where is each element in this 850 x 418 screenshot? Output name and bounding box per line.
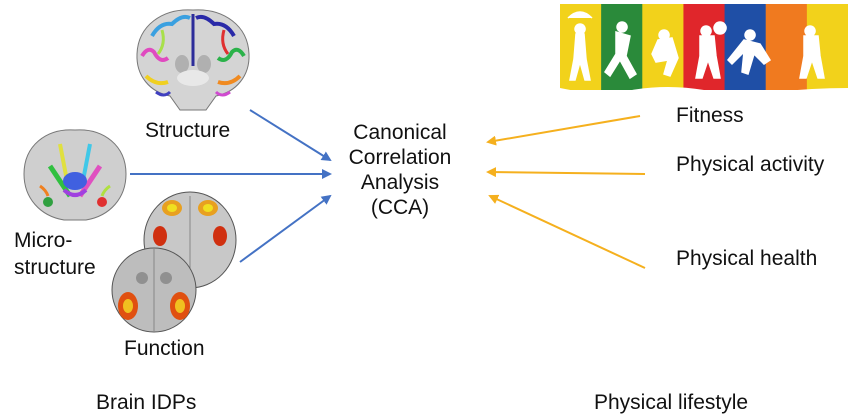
arrow-health-to-cca xyxy=(488,194,646,269)
microstructure-label-line2: structure xyxy=(14,256,96,279)
microstructure-brain-image xyxy=(20,126,130,226)
cca-line-2: Correlation xyxy=(348,146,452,169)
left-arrows xyxy=(130,109,332,263)
function-label: Function xyxy=(124,337,205,360)
microstructure-label-line1: Micro- xyxy=(14,229,73,252)
arrow-structure-to-cca xyxy=(249,109,332,162)
athlete-silhouette xyxy=(726,29,772,75)
sports-banner-image xyxy=(560,4,848,100)
athlete-silhouette xyxy=(799,25,825,79)
cca-label: Canonical Correlation Analysis (CCA) xyxy=(330,120,470,220)
fitness-label: Fitness xyxy=(676,104,744,127)
brain-idps-title: Brain IDPs xyxy=(96,391,197,414)
physical-activity-label: Physical activity xyxy=(676,153,825,176)
structure-brain-image xyxy=(132,6,254,112)
structure-label: Structure xyxy=(145,119,231,142)
athlete-silhouette xyxy=(567,11,593,81)
cca-line-1: Canonical xyxy=(353,121,447,144)
cca-line-4: (CCA) xyxy=(370,196,430,219)
athlete-silhouette xyxy=(604,21,637,80)
arrow-fitness-to-cca xyxy=(486,115,641,146)
athlete-silhouette xyxy=(651,29,679,77)
sports-banner xyxy=(560,4,848,100)
athlete-silhouette xyxy=(695,21,727,79)
arrow-activity-to-cca xyxy=(486,167,646,178)
physical-health-label: Physical health xyxy=(676,247,818,270)
right-arrows xyxy=(486,115,646,269)
function-brain-image xyxy=(108,190,240,336)
arrow-function-to-cca xyxy=(239,194,332,263)
cca-line-3: Analysis xyxy=(360,171,440,194)
physical-lifestyle-title: Physical lifestyle xyxy=(594,391,749,414)
banner-bottom-edge xyxy=(560,87,848,100)
